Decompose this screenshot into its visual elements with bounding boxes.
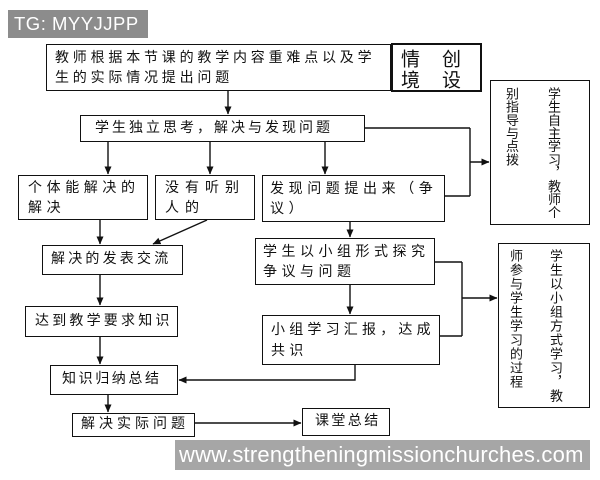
- node-individual-solved: 个体能解决的 解决: [18, 175, 148, 220]
- node-text-line: 小组学习汇报，达成: [271, 322, 435, 338]
- node-create-scenario: 创设 情境: [391, 43, 482, 92]
- node-text-column: 师参与学生学习的过程: [507, 249, 522, 389]
- node-text-line: 教师根据本节课的教学内容重难点以及学: [55, 50, 376, 66]
- node-self-study-guidance: 学生自主学习，教师个 别指导与点拨: [490, 80, 590, 225]
- node-text-line: 共识: [271, 343, 308, 359]
- watermark: www.strengtheningmissionchurches.com: [175, 440, 590, 470]
- arrow-not-listened-to-share: [152, 219, 208, 245]
- node-text-column: 别指导与点拨: [503, 87, 518, 167]
- node-text-column: 学生自主学习，教师个: [545, 87, 560, 219]
- node-text-line: 达到教学要求知识: [35, 313, 173, 329]
- node-text-column: 情境: [398, 49, 420, 91]
- node-independent-thinking: 学生独立思考，解决与发现问题: [80, 115, 365, 142]
- node-text-column: 学生以小组方式学习，教: [547, 249, 562, 403]
- node-text-line: 学生独立思考，解决与发现问题: [95, 120, 333, 136]
- node-text-line: 人的: [165, 200, 205, 216]
- node-group-report: 小组学习汇报，达成 共识: [262, 315, 440, 365]
- node-text-line: 解决实际问题: [81, 416, 189, 432]
- node-text-line: 知识归纳总结: [62, 371, 162, 387]
- node-group-study-process: 学生以小组方式学习，教 师参与学生学习的过程: [498, 243, 590, 408]
- tag-label: TG: MYYJJPP: [8, 10, 148, 38]
- node-text-line: 争议与问题: [263, 264, 356, 280]
- node-text-line: 生的实际情况提出问题: [55, 70, 233, 86]
- arrow-report-to-summarize: [178, 365, 356, 384]
- node-text-line: 解决: [28, 200, 66, 216]
- node-text-line: 课堂总结: [315, 413, 381, 429]
- node-teacher-question: 教师根据本节课的教学内容重难点以及学 生的实际情况提出问题: [46, 44, 391, 91]
- node-class-summary: 课堂总结: [302, 408, 390, 436]
- node-raise-issue: 发现问题提出来（争 议）: [262, 175, 445, 222]
- node-share-solutions: 解决的发表交流: [42, 245, 183, 275]
- node-text-line: 没有听别: [165, 180, 245, 196]
- node-text-line: 议）: [270, 201, 308, 217]
- node-group-explore: 学生以小组形式探究 争议与问题: [255, 238, 435, 285]
- node-not-listened: 没有听别 人的: [155, 175, 255, 220]
- node-meet-requirements: 达到教学要求知识: [25, 306, 178, 337]
- node-summarize-knowledge: 知识归纳总结: [50, 365, 178, 395]
- node-text-column: 创设: [439, 49, 461, 91]
- node-text-line: 发现问题提出来（争: [270, 181, 438, 197]
- node-solve-practical: 解决实际问题: [72, 413, 195, 437]
- node-text-line: 个体能解决的: [28, 180, 140, 196]
- node-text-line: 学生以小组形式探究: [263, 244, 430, 260]
- node-text-line: 解决的发表交流: [51, 251, 172, 267]
